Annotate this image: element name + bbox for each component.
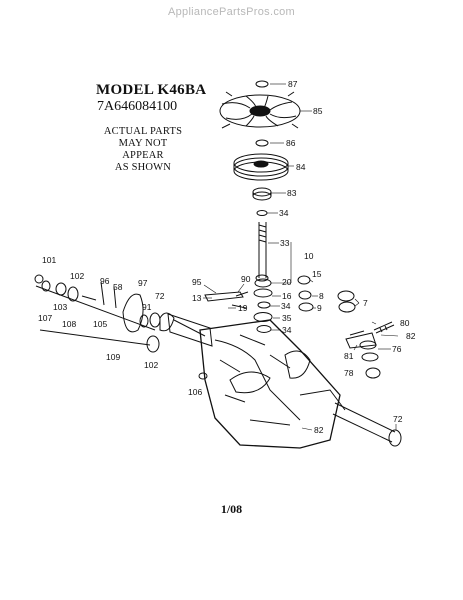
bypass-rod xyxy=(231,291,249,309)
site-watermark: AppliancePartsPros.com xyxy=(167,6,296,18)
callout-85: 85 xyxy=(313,106,323,116)
callout-96: 96 xyxy=(100,276,110,286)
valve-cap xyxy=(337,290,356,313)
callout-108: 108 xyxy=(62,319,76,329)
callout-34: 34 xyxy=(279,208,289,218)
callout-35: 35 xyxy=(282,313,292,323)
callout-91: 91 xyxy=(142,302,152,312)
cooling-fan xyxy=(219,91,301,129)
callout-102: 102 xyxy=(70,271,84,281)
shaft-seal xyxy=(365,367,381,379)
bypass-arm xyxy=(204,291,244,302)
callout-20: 20 xyxy=(282,277,292,287)
callout-7: 7 xyxy=(363,298,368,308)
retaining-ring xyxy=(255,80,269,88)
callout-97: 97 xyxy=(138,278,148,288)
callout-72b: 72 xyxy=(393,414,403,424)
callout-19: 19 xyxy=(238,303,248,313)
bolt xyxy=(349,330,365,336)
seal-ring xyxy=(298,302,314,312)
note-line: AS SHOWN xyxy=(114,162,172,173)
shaft-washer xyxy=(257,301,271,309)
callout-10: 10 xyxy=(304,251,314,261)
left-axle-parts xyxy=(34,274,161,353)
callout-15: 15 xyxy=(312,269,322,279)
friction-washer xyxy=(361,352,379,362)
callout-82b: 82 xyxy=(314,425,324,435)
drive-pulley xyxy=(233,153,289,181)
callout-90: 90 xyxy=(241,274,251,284)
upper-washer xyxy=(256,210,268,216)
callout-105: 105 xyxy=(93,319,107,329)
callout-13: 13 xyxy=(192,293,202,303)
plug xyxy=(297,275,311,285)
callout-72: 72 xyxy=(155,291,165,301)
callout-106: 106 xyxy=(188,387,202,397)
o-ring xyxy=(298,290,312,300)
right-axle xyxy=(332,402,402,447)
shaft-collar xyxy=(254,278,272,288)
input-shaft xyxy=(255,222,269,282)
leader-lines xyxy=(203,83,399,431)
callout-76: 76 xyxy=(392,344,402,354)
callout-33: 33 xyxy=(280,238,290,248)
callout-84: 84 xyxy=(296,162,306,172)
callout-83: 83 xyxy=(287,188,297,198)
callout-34c: 34 xyxy=(282,325,292,335)
note-line: MAY NOT APPEAR xyxy=(118,138,168,161)
callout-58: 58 xyxy=(113,282,123,292)
fan-hub-washer xyxy=(255,139,269,147)
callout-87: 87 xyxy=(288,79,298,89)
callout-8: 8 xyxy=(319,291,324,301)
callout-109: 109 xyxy=(106,352,120,362)
callout-78: 78 xyxy=(344,368,354,378)
callout-107: 107 xyxy=(38,313,52,323)
shaft-seal xyxy=(256,325,272,333)
callout-82: 82 xyxy=(406,331,416,341)
spring xyxy=(373,321,395,334)
model-title: MODEL K46BA xyxy=(96,82,207,98)
callout-86: 86 xyxy=(286,138,296,148)
callout-81: 81 xyxy=(344,351,354,361)
callout-16: 16 xyxy=(282,291,292,301)
callout-95: 95 xyxy=(192,277,202,287)
disclaimer-note: ACTUAL PARTS MAY NOT APPEAR AS SHOWN xyxy=(100,126,186,174)
callout-9: 9 xyxy=(317,303,322,313)
note-line: ACTUAL PARTS xyxy=(103,126,183,137)
drain-plug xyxy=(198,372,208,380)
callout-101: 101 xyxy=(42,255,56,265)
callout-labels: 87 85 86 84 83 34 33 10 15 20 16 34 8 9 … xyxy=(38,79,416,435)
control-arm xyxy=(345,332,377,349)
callout-34b: 34 xyxy=(281,301,291,311)
revision-date: 1/08 xyxy=(220,502,243,516)
callout-80: 80 xyxy=(400,318,410,328)
callout-102b: 102 xyxy=(144,360,158,370)
callout-103: 103 xyxy=(53,302,67,312)
pulley-hub xyxy=(252,187,272,201)
shaft-spacer xyxy=(253,288,273,298)
transaxle-body xyxy=(199,319,346,449)
model-serial: 7A646084100 xyxy=(97,99,178,114)
